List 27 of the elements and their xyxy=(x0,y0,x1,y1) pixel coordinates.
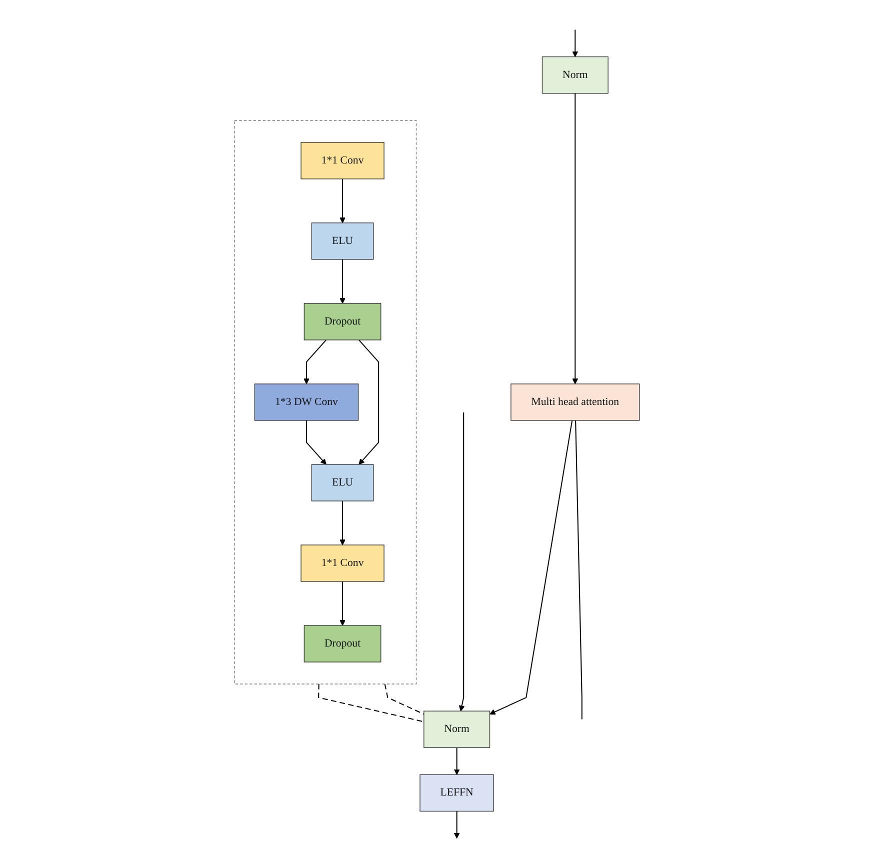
node-box: LEFFN xyxy=(419,774,494,812)
arrow xyxy=(572,93,578,384)
arrow xyxy=(303,340,326,384)
node-box: 1*3 DW Conv xyxy=(254,384,358,421)
node-box: Dropout xyxy=(303,625,381,662)
node-box: 1*1 Conv xyxy=(300,544,384,582)
node-box: ELU xyxy=(310,464,374,502)
node-box: Norm xyxy=(542,56,608,94)
arrow xyxy=(453,748,460,775)
node-box: ELU xyxy=(310,222,374,260)
node-box: Dropout xyxy=(303,303,381,340)
connector xyxy=(318,684,424,722)
cluster xyxy=(234,120,416,684)
arrow xyxy=(453,811,460,839)
arrow xyxy=(489,420,572,715)
arrow xyxy=(306,420,326,465)
arrow xyxy=(572,30,578,58)
arrow xyxy=(458,412,464,712)
arrow xyxy=(339,582,346,626)
arrow xyxy=(358,340,379,465)
arrow xyxy=(339,500,346,546)
connector xyxy=(574,420,582,720)
node-box: Multi head attention xyxy=(510,384,640,421)
node-box: 1*1 Conv xyxy=(300,142,384,180)
arrow xyxy=(339,259,346,304)
node-box: Norm xyxy=(423,710,490,748)
arrow xyxy=(339,178,346,224)
